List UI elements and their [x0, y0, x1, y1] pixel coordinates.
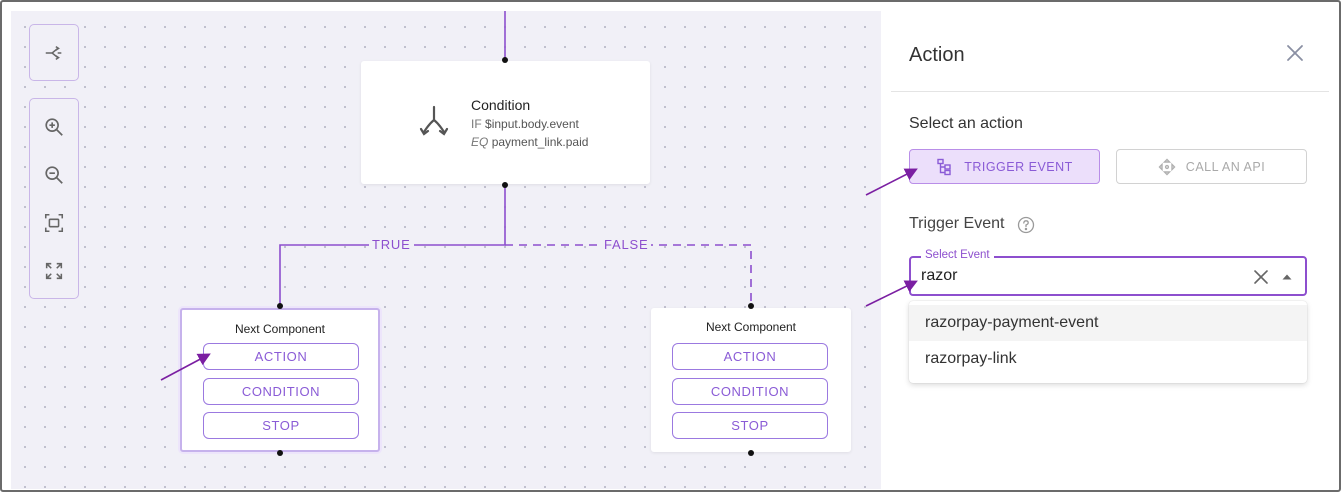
edge-label-true: TRUE: [369, 237, 414, 252]
action-button[interactable]: ACTION: [672, 343, 828, 370]
trigger-event-button[interactable]: TRIGGER EVENT: [909, 149, 1100, 184]
false-node-input-handle[interactable]: [748, 303, 754, 309]
false-node-output-handle[interactable]: [748, 450, 754, 456]
condition-button[interactable]: CONDITION: [672, 378, 828, 405]
condition-split-icon: [419, 105, 449, 136]
next-component-title: Next Component: [234, 322, 326, 336]
share-toolbar: [29, 24, 79, 81]
select-event-input[interactable]: razor: [921, 267, 958, 284]
panel-title: Action: [909, 44, 965, 66]
help-circle-icon[interactable]: [1017, 216, 1035, 234]
next-component-false[interactable]: Next Component ACTION CONDITION STOP: [651, 308, 851, 452]
condition-button[interactable]: CONDITION: [203, 378, 359, 405]
condition-title: Condition: [471, 97, 531, 113]
zoom-in-icon: [45, 118, 63, 136]
fit-view-button[interactable]: [30, 203, 78, 243]
option-razorpay-link[interactable]: razorpay-link: [925, 350, 1017, 367]
fullscreen-button[interactable]: [30, 251, 78, 291]
next-component-title: Next Component: [705, 320, 797, 334]
hierarchy-icon: [937, 158, 951, 175]
share-icon: [45, 45, 62, 61]
stop-button[interactable]: STOP: [672, 412, 828, 439]
select-event-legend: Select Event: [921, 249, 994, 261]
next-component-true[interactable]: Next Component ACTION CONDITION STOP: [180, 308, 380, 452]
share-button[interactable]: [30, 33, 78, 73]
edge-label-false: FALSE: [601, 237, 652, 252]
condition-if-value: $input.body.event: [485, 117, 579, 131]
close-icon[interactable]: [1283, 41, 1307, 65]
condition-line-eq: EQ payment_link.paid: [471, 135, 588, 149]
fullscreen-icon: [45, 262, 63, 280]
condition-eq-value: payment_link.paid: [491, 135, 589, 149]
condition-node[interactable]: Condition IF $input.body.event EQ paymen…: [361, 61, 650, 184]
condition-if-keyword: IF: [471, 117, 482, 131]
select-event-field[interactable]: Select Event razor: [909, 249, 1307, 296]
action-button[interactable]: ACTION: [203, 343, 359, 370]
zoom-in-button[interactable]: [30, 107, 78, 147]
condition-line-if: IF $input.body.event: [471, 117, 579, 131]
fit-view-icon: [44, 213, 64, 233]
trigger-event-label: Trigger Event: [909, 215, 1005, 232]
event-options-dropdown: razorpay-payment-event razorpay-link: [909, 301, 1307, 383]
action-panel: Action Select an action TRIGGER EVENT CA…: [881, 11, 1339, 489]
caret-up-icon[interactable]: [1281, 271, 1293, 283]
call-api-label: CALL AN API: [1185, 159, 1266, 174]
option-razorpay-payment-event[interactable]: razorpay-payment-event: [909, 305, 1307, 341]
condition-eq-keyword: EQ: [471, 135, 489, 149]
zoom-out-button[interactable]: [30, 155, 78, 195]
true-node-output-handle[interactable]: [277, 450, 283, 456]
condition-output-handle[interactable]: [502, 182, 508, 188]
true-node-input-handle[interactable]: [277, 303, 283, 309]
call-api-button[interactable]: CALL AN API: [1116, 149, 1307, 184]
move-icon: [1158, 158, 1176, 175]
trigger-event-label: TRIGGER EVENT: [964, 159, 1073, 174]
flow-canvas[interactable]: TRUE FALSE: [11, 11, 881, 489]
panel-divider: [891, 91, 1329, 92]
clear-icon[interactable]: [1253, 269, 1269, 285]
condition-input-handle[interactable]: [502, 57, 508, 63]
zoom-toolbar: [29, 98, 79, 299]
stop-button[interactable]: STOP: [203, 412, 359, 439]
zoom-out-icon: [45, 166, 63, 184]
select-action-heading: Select an action: [909, 115, 1023, 132]
